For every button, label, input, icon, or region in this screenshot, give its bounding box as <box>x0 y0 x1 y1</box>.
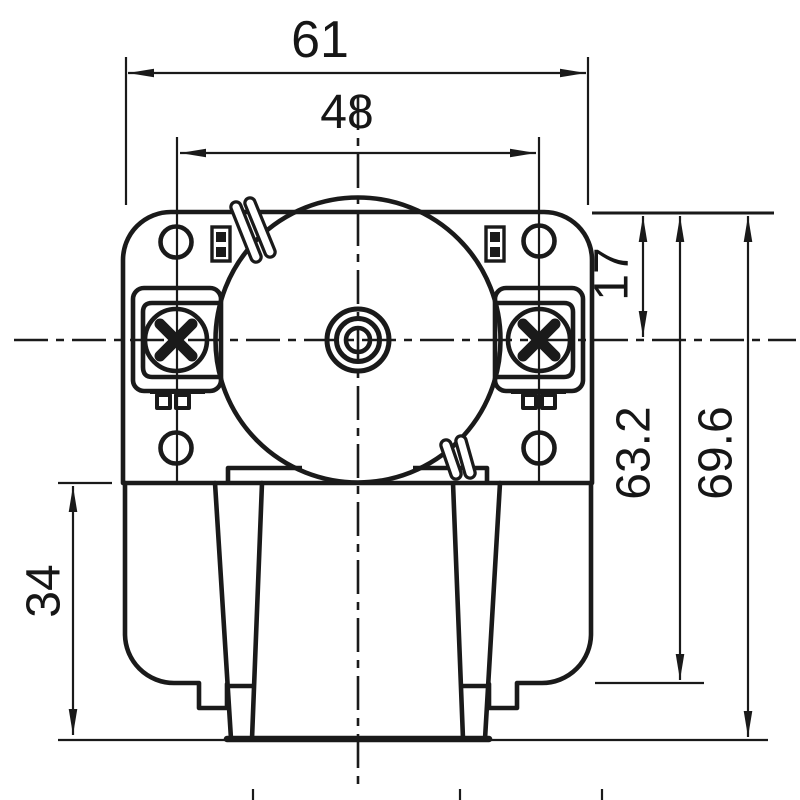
dim-label-top-to-center: 17 <box>586 247 639 300</box>
housing-right-outline <box>486 480 594 711</box>
mount-holes <box>158 223 557 466</box>
bracket-right-tooth2 <box>540 393 557 410</box>
extension-lines <box>58 57 774 800</box>
screw-left-cross-icon <box>154 318 198 362</box>
bracket-left-tooth2 <box>174 393 191 410</box>
terminal-right-pin2 <box>490 247 500 257</box>
bobbin-right-inner <box>450 480 466 742</box>
hole-top-right <box>521 223 557 259</box>
terminal-right <box>484 225 506 263</box>
dim-label-top-to-coil-bottom: 63.2 <box>608 406 661 499</box>
bobbin-right-outer <box>482 480 503 742</box>
shaft-bore <box>343 325 373 355</box>
screw-right-cross-icon <box>517 318 561 362</box>
bracket-right-inner <box>495 300 576 380</box>
shaft-hub-outer <box>324 306 392 374</box>
screw-left <box>142 306 210 374</box>
terminal-left-pin2 <box>216 247 226 257</box>
terminal-left-pin1 <box>216 232 226 242</box>
body-outline <box>120 209 595 486</box>
dim-label-overall-width: 61 <box>291 11 349 69</box>
hole-top-left <box>158 224 194 260</box>
bobbin-left-outer <box>212 480 234 742</box>
left-ledge <box>225 465 302 482</box>
right-ledge <box>413 465 490 482</box>
bobbin-left-inner <box>249 480 265 742</box>
terminals <box>210 225 506 263</box>
rotor-circle <box>213 195 503 485</box>
shaft-hub-middle <box>334 316 382 364</box>
housing-left-outline <box>122 480 230 711</box>
motor-body <box>120 195 595 486</box>
hole-bottom-right <box>521 430 557 466</box>
terminal-left <box>210 225 232 263</box>
lead-wires <box>229 196 477 481</box>
bracket-right-tooth1 <box>521 393 538 410</box>
dim-label-mount-spacing: 48 <box>320 86 373 139</box>
dimension-lines <box>68 68 753 737</box>
centerlines <box>14 96 796 792</box>
bracket-left <box>130 285 224 410</box>
bracket-left-tooth1 <box>155 393 172 410</box>
dim-label-overall-height: 69.6 <box>690 406 743 499</box>
terminal-right-pin1 <box>490 232 500 242</box>
dimension-labels: 61 48 17 63.2 69.6 34 <box>18 11 743 618</box>
bracket-right <box>492 285 586 410</box>
screw-right <box>505 306 573 374</box>
coil-housing <box>122 480 594 743</box>
hole-bottom-left <box>158 430 194 466</box>
dim-label-lower-section-height: 34 <box>18 564 71 617</box>
